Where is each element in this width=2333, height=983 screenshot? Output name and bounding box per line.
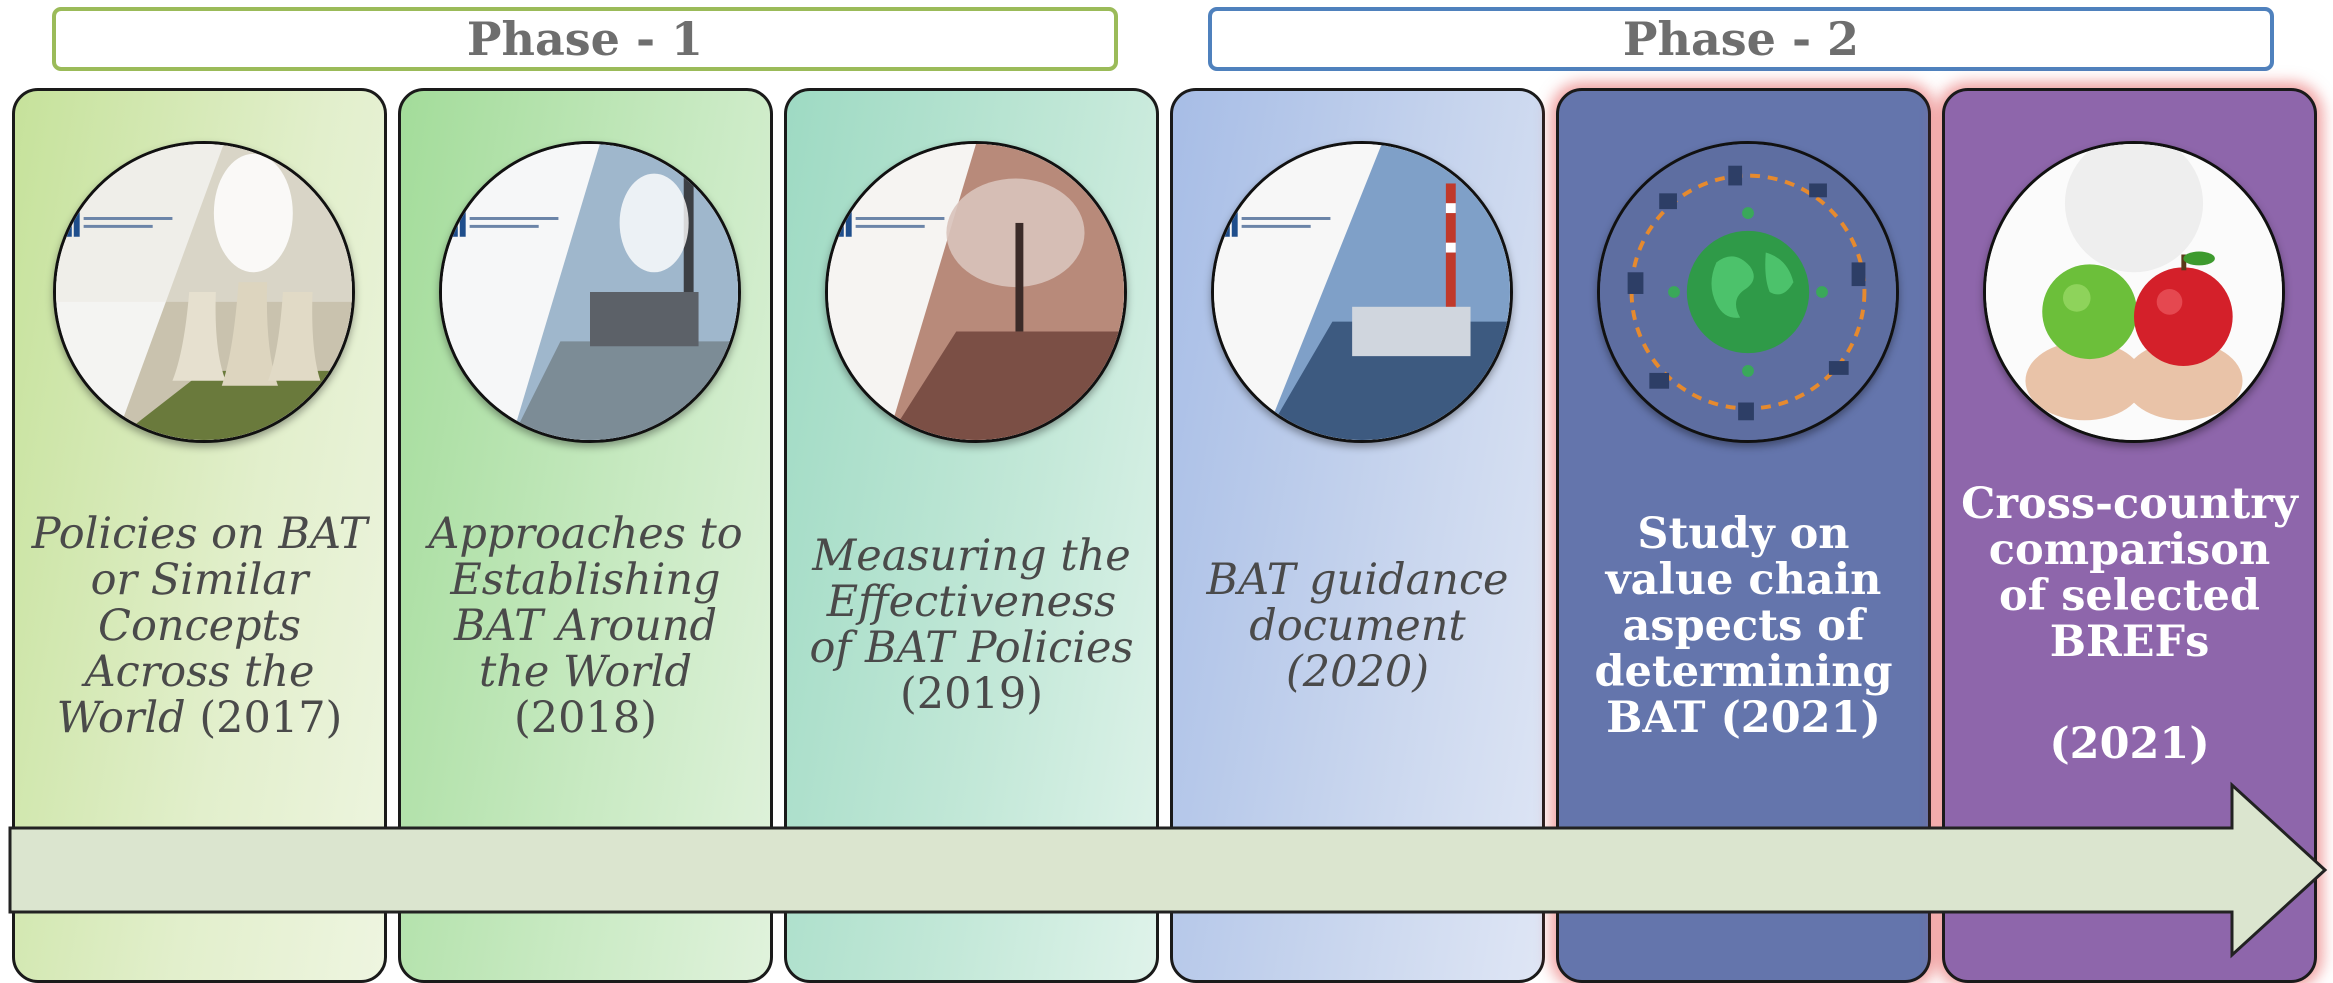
card-1-title-text: Policies on BAT or Similar Concepts Acro… — [31, 509, 368, 743]
card-1-title: Policies on BAT or Similar Concepts Acro… — [29, 511, 370, 741]
card-3-title-text: Measuring the Effectiveness of BAT Polic… — [809, 531, 1134, 673]
card-3-year: (2019) — [900, 669, 1043, 719]
phase-2-header: Phase - 2 — [1208, 7, 2274, 71]
card-2-title-text: Approaches to Establishing BAT Around th… — [428, 509, 743, 697]
phase-1-label: Phase - 1 — [466, 12, 704, 66]
card-2-year: (2018) — [514, 693, 657, 743]
factory-chimney-image-icon — [439, 141, 741, 443]
card-2-title: Approaches to Establishing BAT Around th… — [415, 511, 756, 741]
card-4-title-text: BAT guidance document (2020) — [1206, 555, 1509, 697]
card-6-year-line: (2021) — [1959, 721, 2300, 767]
card-policies-on-bat: Policies on BAT or Similar Concepts Acro… — [12, 88, 387, 983]
phase-1-header: Phase - 1 — [52, 7, 1118, 71]
smokestack-image-icon — [825, 141, 1127, 443]
card-6-title-text: Cross-country comparison of selected BRE… — [1961, 479, 2298, 667]
card-5-title-text: Study on value chain aspects of determin… — [1594, 509, 1893, 743]
industrial-plant-image-icon — [1211, 141, 1513, 443]
phase-2-label: Phase - 2 — [1622, 12, 1860, 66]
card-measuring-effectiveness: Measuring the Effectiveness of BAT Polic… — [784, 88, 1159, 983]
globe-value-chain-icon — [1597, 141, 1899, 443]
card-3-title: Measuring the Effectiveness of BAT Polic… — [801, 533, 1142, 717]
apples-in-hands-image-icon — [1983, 141, 2285, 443]
cooling-towers-image-icon — [53, 141, 355, 443]
card-6-title: Cross-country comparison of selected BRE… — [1959, 481, 2300, 665]
card-5-title: Study on value chain aspects of determin… — [1573, 511, 1914, 741]
timeline-arrow-icon — [8, 781, 2328, 959]
card-6-year: (2021) — [2049, 719, 2210, 769]
card-1-year: (2017) — [199, 693, 343, 743]
card-4-title: BAT guidance document (2020) — [1187, 557, 1528, 695]
